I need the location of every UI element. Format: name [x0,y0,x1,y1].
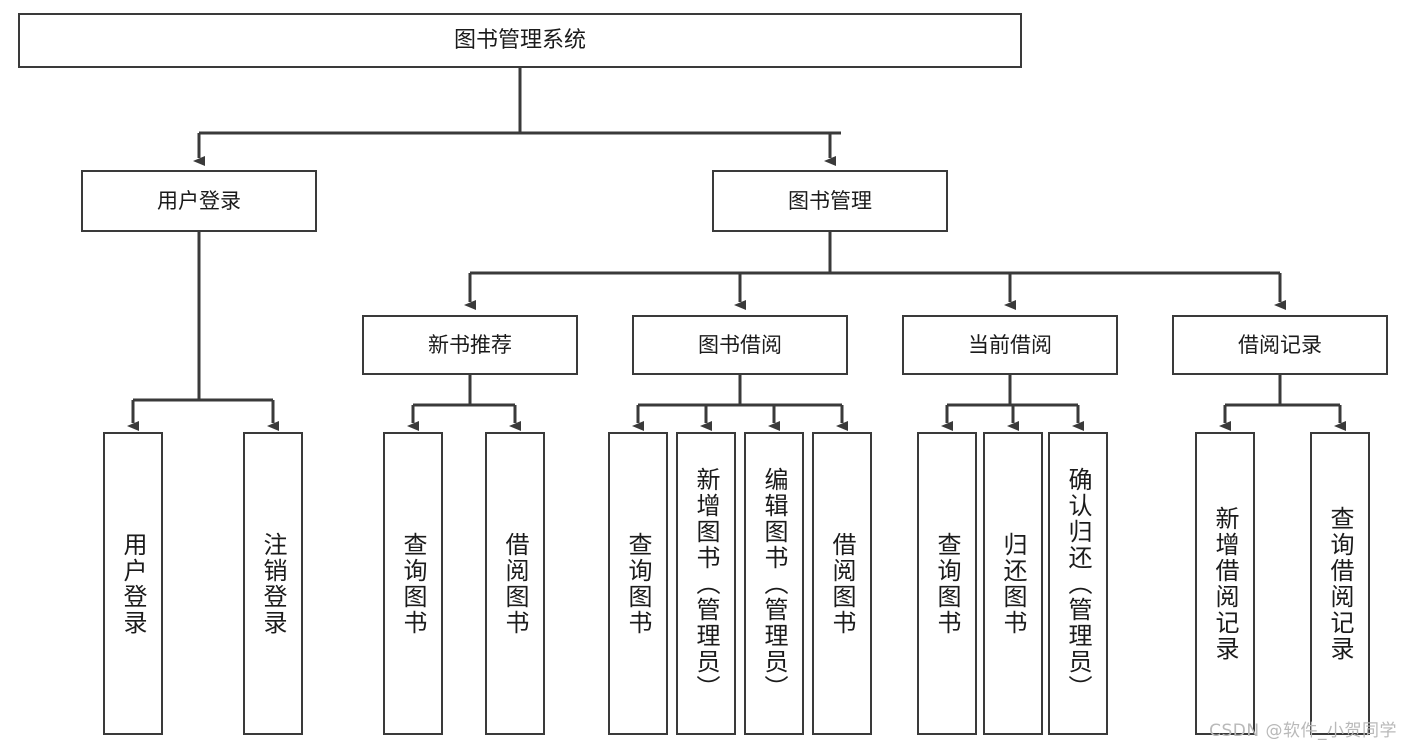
leaf-current-confirm-return-admin[interactable]: 确认归还（管理员） [1048,432,1108,735]
node-label: 借阅图书 [501,531,529,636]
leaf-borrow-borrow-book[interactable]: 借阅图书 [812,432,872,735]
node-root-system[interactable]: 图书管理系统 [18,13,1022,68]
node-current-borrow[interactable]: 当前借阅 [902,315,1118,375]
leaf-borrow-add-book-admin[interactable]: 新增图书（管理员） [676,432,736,735]
leaf-recommend-borrow-book[interactable]: 借阅图书 [485,432,545,735]
node-label: 查询图书 [399,531,427,636]
leaf-current-query-book[interactable]: 查询图书 [917,432,977,735]
node-label: 查询借阅记录 [1326,505,1354,662]
leaf-current-return-book[interactable]: 归还图书 [983,432,1043,735]
node-user-login[interactable]: 用户登录 [81,170,317,232]
leaf-recommend-query-book[interactable]: 查询图书 [383,432,443,735]
node-label: 借阅图书 [828,531,856,636]
node-label: 当前借阅 [968,332,1052,357]
node-label: 注销登录 [259,531,287,636]
node-label: 新增图书（管理员） [692,466,720,701]
node-label: 编辑图书（管理员） [760,466,788,701]
leaf-record-query-record[interactable]: 查询借阅记录 [1310,432,1370,735]
node-label: 借阅记录 [1238,332,1322,357]
node-book-management[interactable]: 图书管理 [712,170,948,232]
csdn-watermark: CSDN @软件_小贺同学 [1209,721,1397,741]
node-new-book-recommend[interactable]: 新书推荐 [362,315,578,375]
node-label: 查询图书 [933,531,961,636]
leaf-record-add-record[interactable]: 新增借阅记录 [1195,432,1255,735]
node-label: 用户登录 [119,531,147,636]
node-label: 确认归还（管理员） [1064,466,1092,701]
node-label: 查询图书 [624,531,652,636]
node-label: 图书管理系统 [453,27,586,53]
node-borrow-record[interactable]: 借阅记录 [1172,315,1388,375]
node-label: 归还图书 [999,531,1027,636]
node-label: 图书借阅 [698,332,782,357]
leaf-borrow-edit-book-admin[interactable]: 编辑图书（管理员） [744,432,804,735]
node-label: 用户登录 [157,188,241,213]
leaf-borrow-query-book[interactable]: 查询图书 [608,432,668,735]
node-label: 新书推荐 [428,332,512,357]
node-label: 图书管理 [788,188,872,213]
node-label: 新增借阅记录 [1211,505,1239,662]
leaf-user-login-logout[interactable]: 注销登录 [243,432,303,735]
node-book-borrow[interactable]: 图书借阅 [632,315,848,375]
leaf-user-login-login[interactable]: 用户登录 [103,432,163,735]
